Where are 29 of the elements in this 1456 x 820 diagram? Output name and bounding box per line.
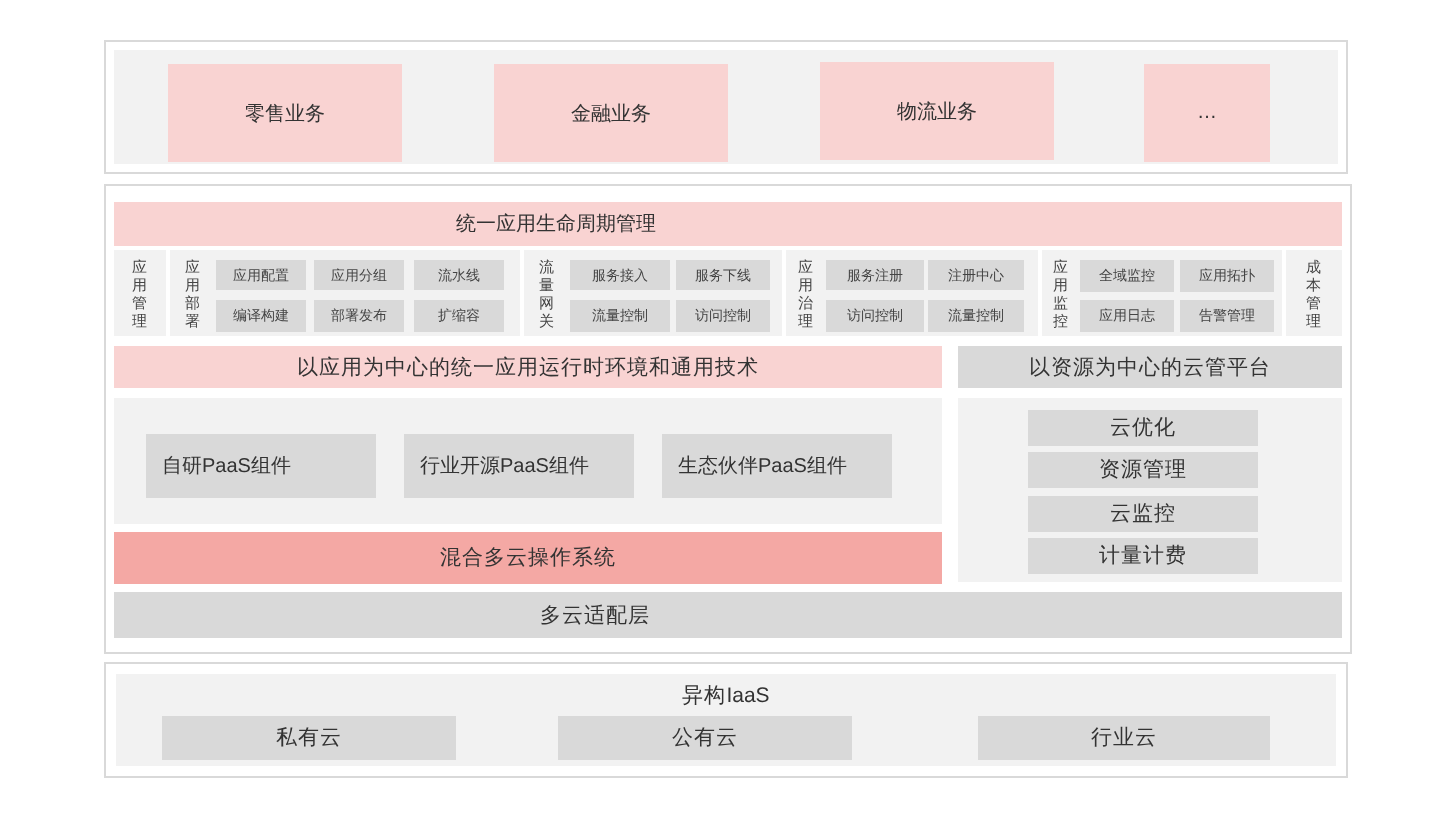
header-band: 多云适配层 [114,592,1342,638]
service-box: 云优化 [1028,410,1258,446]
component-box: 生态伙伴PaaS组件 [662,434,892,498]
business-box: … [1144,64,1270,162]
header-band: 以资源为中心的云管平台 [958,346,1342,388]
group-panel [958,398,1342,582]
business-box: 金融业务 [494,64,728,162]
service-box: 私有云 [162,716,456,760]
group-panel [114,398,942,524]
business-box: 零售业务 [168,64,402,162]
service-box: 行业云 [978,716,1270,760]
layer-frame [104,40,1348,174]
group-panel [1042,250,1282,336]
layer-frame [104,184,1352,654]
layer-title: 异构IaaS [682,682,770,710]
group-panel [786,250,1038,336]
business-box: 物流业务 [820,62,1054,160]
service-box: 计量计费 [1028,538,1258,574]
layer-frame [104,662,1348,778]
os-band: 混合多云操作系统 [114,532,942,584]
service-box: 资源管理 [1028,452,1258,488]
header-band: 统一应用生命周期管理 [114,202,1342,246]
component-box: 自研PaaS组件 [146,434,376,498]
service-box: 公有云 [558,716,852,760]
component-box: 行业开源PaaS组件 [404,434,634,498]
service-box: 云监控 [1028,496,1258,532]
group-panel [524,250,782,336]
group-panel [170,250,520,336]
header-band: 以应用为中心的统一应用运行时环境和通用技术 [114,346,942,388]
